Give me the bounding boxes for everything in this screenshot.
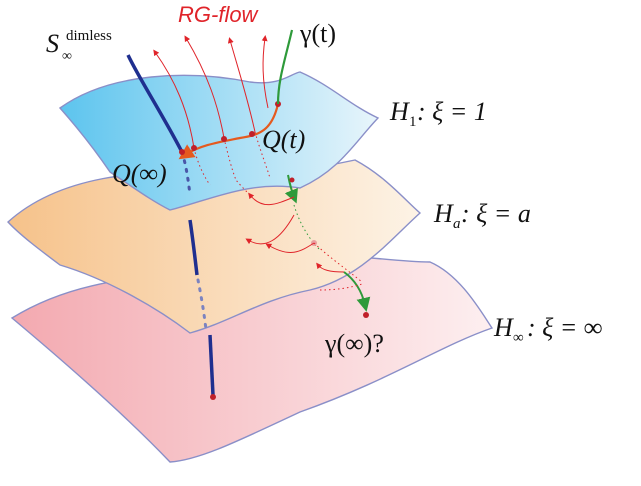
hinf-label: H ∞ : ξ = ∞ xyxy=(493,313,602,346)
svg-text:: ξ = ∞: : ξ = ∞ xyxy=(527,313,602,342)
gamma-curve-mid xyxy=(284,174,298,204)
s-infinity-end-point xyxy=(210,394,216,400)
svg-text:a: a xyxy=(453,216,461,232)
gamma-curve-top xyxy=(276,29,294,105)
gamma-curve-low xyxy=(343,271,371,312)
sheet-h-1 xyxy=(58,71,380,211)
s-infinity-curve-mid xyxy=(188,219,199,276)
gamma-infinity-point xyxy=(363,312,369,318)
gamma-h1-point xyxy=(289,177,295,183)
rg-flow-lines-top xyxy=(153,35,269,149)
svg-text:: ξ = 1: : ξ = 1 xyxy=(417,97,487,126)
gamma-infinity-label: γ(∞)? xyxy=(324,329,384,358)
svg-text:: ξ = a: : ξ = a xyxy=(461,199,531,228)
svg-text:1: 1 xyxy=(409,114,417,130)
s-infinity-curve-dots-2 xyxy=(196,278,208,332)
s-infinity-curve-bottom xyxy=(208,334,215,396)
ha-label: H a : ξ = a xyxy=(433,199,531,232)
h1-label: H 1 : ξ = 1 xyxy=(389,97,487,130)
gamma-t-label: γ(t) xyxy=(299,19,336,48)
rg-flow-dotted xyxy=(193,131,271,186)
svg-text:H: H xyxy=(433,199,454,228)
rg-flow-lines-middle xyxy=(245,192,345,273)
svg-text:H: H xyxy=(493,313,514,342)
s-infinity-sub: ∞ xyxy=(62,49,72,64)
s-infinity-sup: dimless xyxy=(66,28,112,44)
q-infinity-label: Q(∞) xyxy=(112,159,167,188)
q-flow-curve xyxy=(178,103,280,160)
rg-flow-dotted-middle xyxy=(235,179,363,291)
gamma-curve-dotted xyxy=(293,204,321,251)
rg-flow-label: RG-flow xyxy=(178,2,260,27)
s-infinity-curve-top xyxy=(126,54,184,153)
q-t-label: Q(t) xyxy=(262,125,305,154)
q-flow-points xyxy=(179,101,281,155)
svg-text:∞: ∞ xyxy=(513,330,524,346)
s-infinity-label: S xyxy=(46,29,59,58)
svg-text:H: H xyxy=(389,97,410,126)
